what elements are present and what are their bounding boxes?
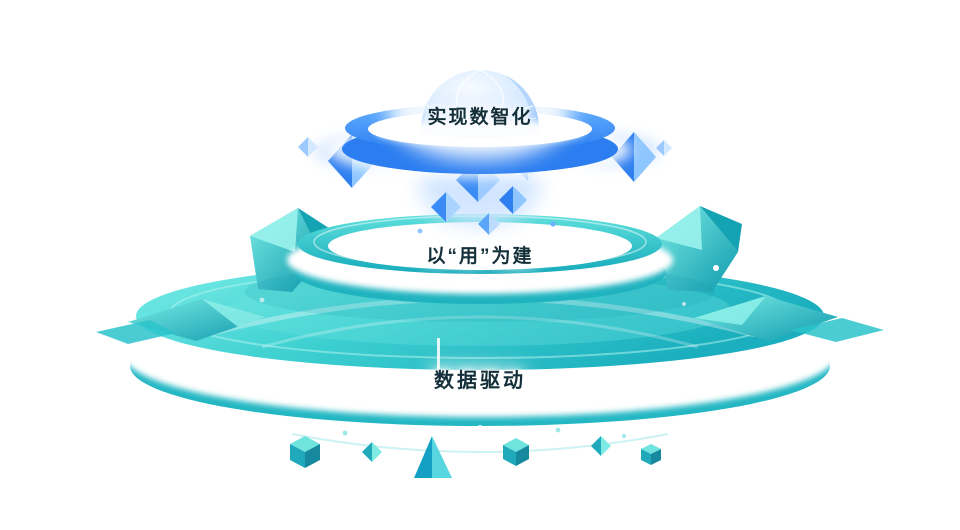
wing-left [96,299,266,344]
wing-right [694,296,884,342]
tier-middle-platform [287,214,673,304]
bottom-surface [136,262,824,370]
diamond-icon [591,436,611,456]
bottom-icons [290,427,669,478]
diamond-icon [362,442,382,462]
crystal-right-icon [656,206,742,292]
light-ray [437,338,440,392]
cube-icon [641,444,661,465]
globe-dome-icon [375,64,585,160]
cube-icon [290,436,320,468]
triangle-icon [414,436,452,478]
middle-inner [328,222,632,270]
cube-icon [503,438,529,466]
